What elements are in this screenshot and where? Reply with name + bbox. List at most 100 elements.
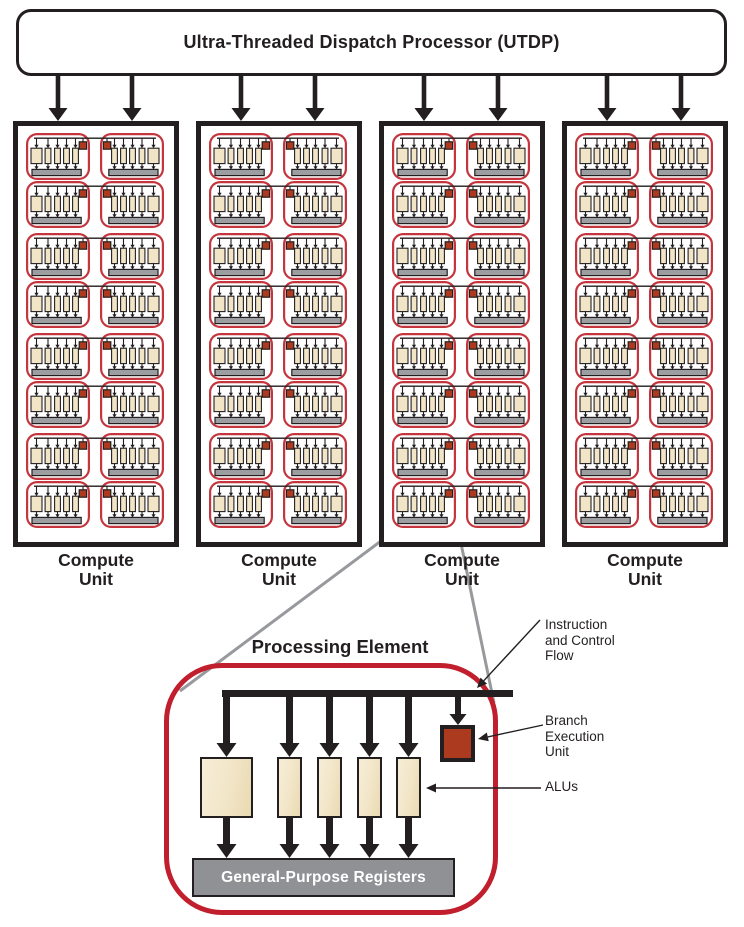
mini-register-bar [397, 216, 448, 225]
pe-cell [26, 481, 91, 528]
mini-alu [429, 195, 436, 213]
mini-register-bar [31, 316, 82, 325]
mini-branch-unit [102, 341, 112, 350]
processing-element-icon [465, 181, 530, 228]
mini-alu [227, 495, 235, 513]
mini-branch-unit [627, 141, 637, 150]
mini-alu [255, 147, 262, 165]
mini-branch-unit [78, 341, 88, 350]
mini-alu [44, 495, 52, 513]
mini-alu [477, 395, 484, 413]
pe-cell [282, 433, 347, 480]
processing-element-icon [392, 481, 457, 528]
mini-alu [321, 247, 329, 265]
mini-alu [138, 495, 146, 513]
mini-alu [120, 147, 127, 165]
mini-alu [438, 347, 445, 365]
mini-alu [593, 447, 601, 465]
mini-alu [429, 495, 436, 513]
processing-element-icon [465, 281, 530, 328]
alus-label: ALUs [545, 779, 579, 794]
mini-alu [44, 295, 52, 313]
pe-cell [465, 433, 530, 480]
mini-alu [246, 495, 253, 513]
mini-alu [621, 495, 628, 513]
mini-alu [612, 295, 619, 313]
processing-element-icon [465, 133, 530, 180]
mini-branch-unit [285, 289, 295, 298]
mini-alu [54, 447, 61, 465]
mini-register-bar [108, 316, 159, 325]
mini-alu [513, 495, 526, 513]
processing-element-icon [648, 333, 713, 380]
mini-branch-unit [78, 389, 88, 398]
mini-register-bar [657, 268, 708, 277]
mini-alu [246, 195, 253, 213]
processing-element-icon [282, 481, 347, 528]
mini-alu [213, 147, 226, 165]
pe-cell [99, 233, 164, 280]
processing-element-icon [648, 481, 713, 528]
compute-unit-box [13, 121, 179, 547]
mini-alu [237, 347, 244, 365]
pe-cell [648, 481, 713, 528]
mini-alu [420, 247, 427, 265]
mini-alu [72, 295, 79, 313]
mini-register-bar [397, 416, 448, 425]
mini-alu [111, 147, 118, 165]
mini-alu [294, 495, 301, 513]
mini-register-bar [580, 168, 631, 177]
mini-alu [120, 395, 127, 413]
mini-alu [593, 195, 601, 213]
mini-alu [44, 247, 52, 265]
mini-alu [504, 195, 512, 213]
mini-alu [138, 347, 146, 365]
mini-alu [696, 247, 709, 265]
pe-cell [465, 181, 530, 228]
mini-alu [237, 147, 244, 165]
mini-register-bar [474, 268, 525, 277]
processing-element-icon [282, 381, 347, 428]
pe-cell [209, 233, 274, 280]
alu-box [277, 757, 302, 818]
mini-alu [330, 247, 343, 265]
mini-alu [678, 395, 685, 413]
mini-alu [687, 247, 695, 265]
mini-alu [120, 495, 127, 513]
mini-register-bar [214, 468, 265, 477]
mini-register-bar [657, 216, 708, 225]
mini-alu [330, 147, 343, 165]
mini-alu [621, 447, 628, 465]
mini-alu [44, 195, 52, 213]
mini-branch-unit [444, 289, 454, 298]
mini-alu [603, 447, 610, 465]
compute-unit-box [196, 121, 362, 547]
pe-cell [26, 381, 91, 428]
mini-alu [678, 495, 685, 513]
mini-alu [621, 395, 628, 413]
pe-cell [282, 281, 347, 328]
mini-alu [72, 395, 79, 413]
mini-alu [147, 395, 160, 413]
processing-element-icon [392, 233, 457, 280]
mini-alu [129, 447, 136, 465]
alu-box [357, 757, 382, 818]
mini-register-bar [31, 168, 82, 177]
processing-element-icon [99, 233, 164, 280]
mini-register-bar [108, 268, 159, 277]
mini-branch-unit [627, 489, 637, 498]
mini-alu [72, 495, 79, 513]
mini-alu [54, 395, 61, 413]
mini-alu [120, 195, 127, 213]
mini-alu [579, 295, 592, 313]
mini-branch-unit [444, 141, 454, 150]
pe-cell [575, 133, 640, 180]
mini-register-bar [291, 416, 342, 425]
pe-cell [282, 481, 347, 528]
mini-branch-unit [78, 189, 88, 198]
mini-alu [513, 147, 526, 165]
mini-alu [255, 447, 262, 465]
mini-alu [396, 447, 409, 465]
pe-cell [392, 333, 457, 380]
